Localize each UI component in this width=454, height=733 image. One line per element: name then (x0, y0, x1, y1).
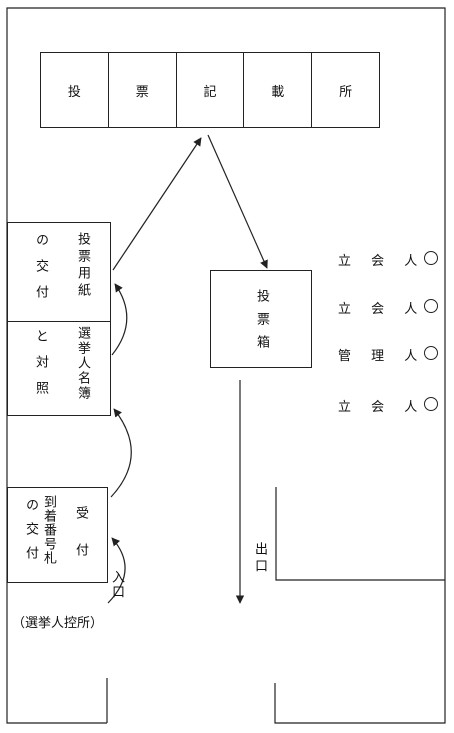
official-seat-4 (424, 397, 438, 411)
booth-cell-1: 投 (41, 53, 109, 127)
ballot-paper-issue-label: の交付 (33, 233, 48, 311)
reception-label: 受付 (73, 506, 88, 580)
official-label-2: 立 会 人 (338, 302, 426, 317)
reception-desk: 受付 到着番号札 の交付 (7, 487, 108, 583)
booth-char-5: 所 (339, 84, 353, 100)
ballot-box: 投票箱 (210, 270, 312, 368)
booth-char-4: 載 (271, 84, 285, 100)
arrow-to-ballot-box (207, 134, 268, 269)
outer-wall (6, 7, 446, 724)
ballot-box-label: 投票箱 (254, 289, 269, 358)
official-label-1: 立 会 人 (338, 254, 426, 269)
arrow-register-to-paper (111, 283, 128, 356)
official-label-4: 立 会 人 (338, 400, 426, 415)
ballot-paper-label: 投票用紙 (75, 232, 90, 300)
exit-label: 出口 (252, 542, 267, 576)
booth-cell-2: 票 (109, 53, 177, 127)
official-seat-2 (424, 299, 438, 313)
arrival-ticket-issue-label: の交付 (23, 498, 38, 570)
official-label-3: 管 理 人 (338, 349, 426, 364)
booth-cell-5: 所 (312, 53, 379, 127)
arrival-ticket-label: 到着番号札 (41, 495, 56, 565)
arrow-entrance-to-reception (107, 537, 126, 604)
booth-char-2: 票 (135, 84, 149, 100)
register-check-label: と対照 (33, 329, 48, 407)
booth-char-1: 投 (67, 84, 81, 100)
entrance-label: 入口 (109, 570, 124, 600)
waiting-area-label: （選挙人控所） (12, 616, 104, 631)
register-check-desk: 選挙人名簿 と対照 (7, 321, 111, 416)
official-seat-3 (424, 346, 438, 360)
register-label: 選挙人名簿 (75, 326, 90, 401)
booth-char-3: 記 (203, 84, 217, 100)
arrow-to-booth (112, 137, 202, 271)
official-seat-1 (424, 251, 438, 265)
booth-cell-4: 載 (244, 53, 313, 127)
booth-cell-3: 記 (177, 53, 245, 127)
writing-booth: 投 票 記 載 所 (40, 52, 380, 128)
ballot-paper-issue-desk: 投票用紙 の交付 (7, 222, 111, 322)
arrow-reception-to-register (110, 408, 132, 498)
